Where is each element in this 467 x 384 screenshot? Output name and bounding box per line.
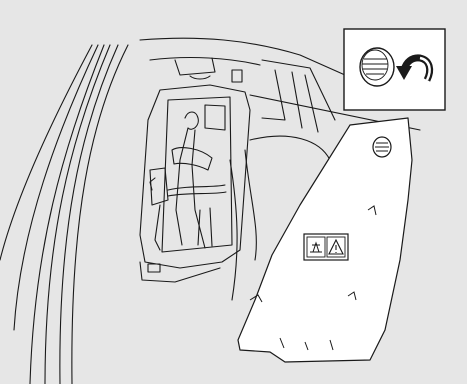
knob-outer (360, 48, 394, 86)
twist-knob-icon (360, 48, 394, 86)
callout-box (344, 29, 445, 110)
jack-icon-frame (307, 237, 325, 257)
panel-label (304, 234, 348, 260)
